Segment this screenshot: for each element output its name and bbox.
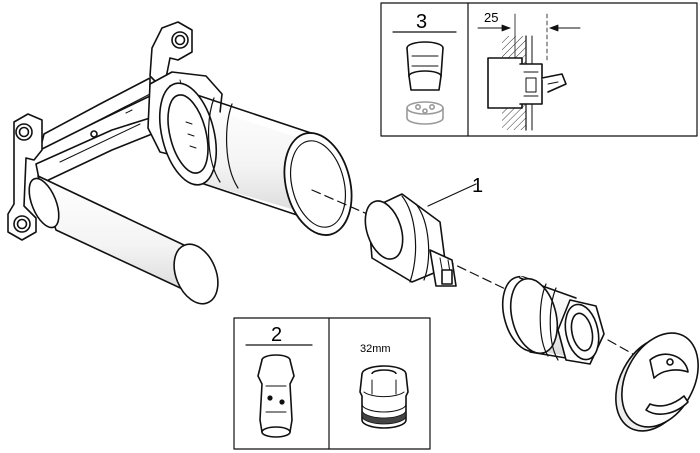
inset-2-label: 2 — [271, 324, 282, 346]
inset-sleeve-box: 2 32mm — [233, 317, 431, 450]
dimension-25: 25 — [484, 10, 498, 25]
inset-3-label: 3 — [416, 11, 427, 33]
cartridge-part — [364, 193, 457, 287]
depth-section-view: 25 — [477, 10, 581, 131]
dimension-32mm: 32mm — [360, 343, 391, 355]
threaded-bushing — [501, 275, 605, 365]
callout-1-label: 1 — [472, 175, 483, 197]
callout-1-leader — [427, 183, 477, 207]
cover-cap — [615, 332, 699, 432]
wall-mount-body — [7, 21, 353, 305]
